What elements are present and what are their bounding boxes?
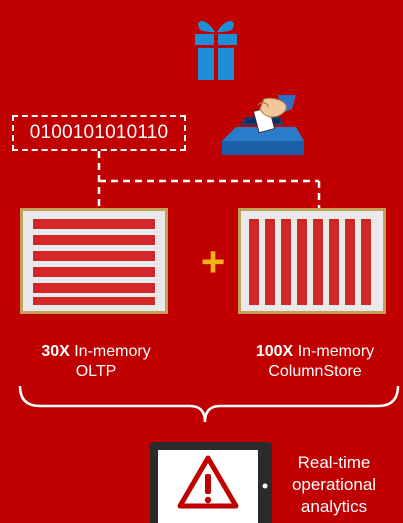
realtime-line1: Real-time	[297, 453, 371, 472]
oltp-label-line2: OLTP	[75, 363, 117, 380]
row-stripes	[33, 219, 155, 305]
column-stripes	[249, 219, 371, 305]
columnstore-caption: 100X In-memory ColumnStore	[230, 342, 400, 382]
hand-inserting-card-icon	[222, 95, 304, 155]
plus-sign: +	[200, 238, 226, 285]
columnstore-panel	[238, 208, 386, 314]
columnstore-label-line2: ColumnStore	[268, 363, 362, 380]
realtime-line3: analytics	[300, 497, 368, 516]
warning-tablet-icon	[150, 442, 272, 523]
columnstore-label-line1: In-memory	[297, 343, 375, 360]
realtime-analytics-label: Real-time operational analytics	[276, 452, 392, 518]
grouping-brace	[18, 385, 400, 423]
columnstore-factor: 100X	[255, 343, 294, 360]
gift-icon	[195, 21, 237, 80]
realtime-line2: operational	[291, 475, 377, 494]
oltp-caption: 30X In-memory OLTP	[8, 342, 184, 382]
binary-data-box: 0100101010110	[12, 115, 186, 151]
oltp-factor: 30X	[41, 343, 70, 360]
oltp-row-store-panel	[20, 208, 168, 314]
oltp-label-line1: In-memory	[74, 343, 151, 360]
